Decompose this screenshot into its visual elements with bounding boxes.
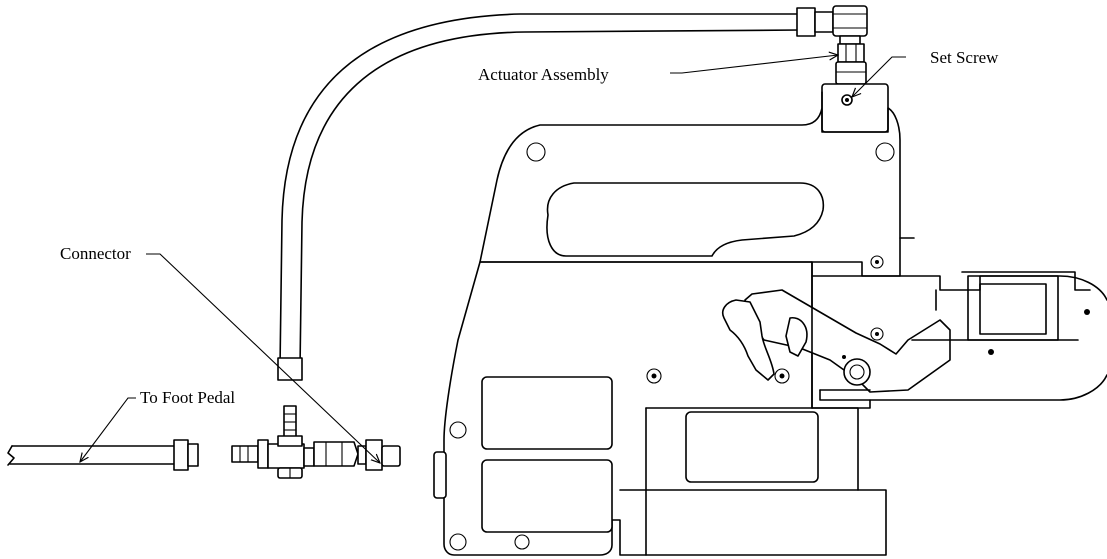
press-frame (433, 91, 1107, 556)
foot-pedal-hose (7, 439, 199, 471)
label-connector: Connector (60, 244, 131, 263)
label-set-screw: Set Screw (930, 48, 999, 67)
label-to-foot-pedal: To Foot Pedal (140, 388, 235, 407)
connector-fitting (231, 405, 401, 479)
label-actuator-assembly: Actuator Assembly (478, 65, 609, 84)
actuator-block (821, 83, 889, 133)
hose-ferrule-bottom (277, 357, 303, 381)
air-hose (277, 13, 801, 381)
leader-lines (80, 55, 906, 463)
actuator-assembly (796, 5, 889, 133)
